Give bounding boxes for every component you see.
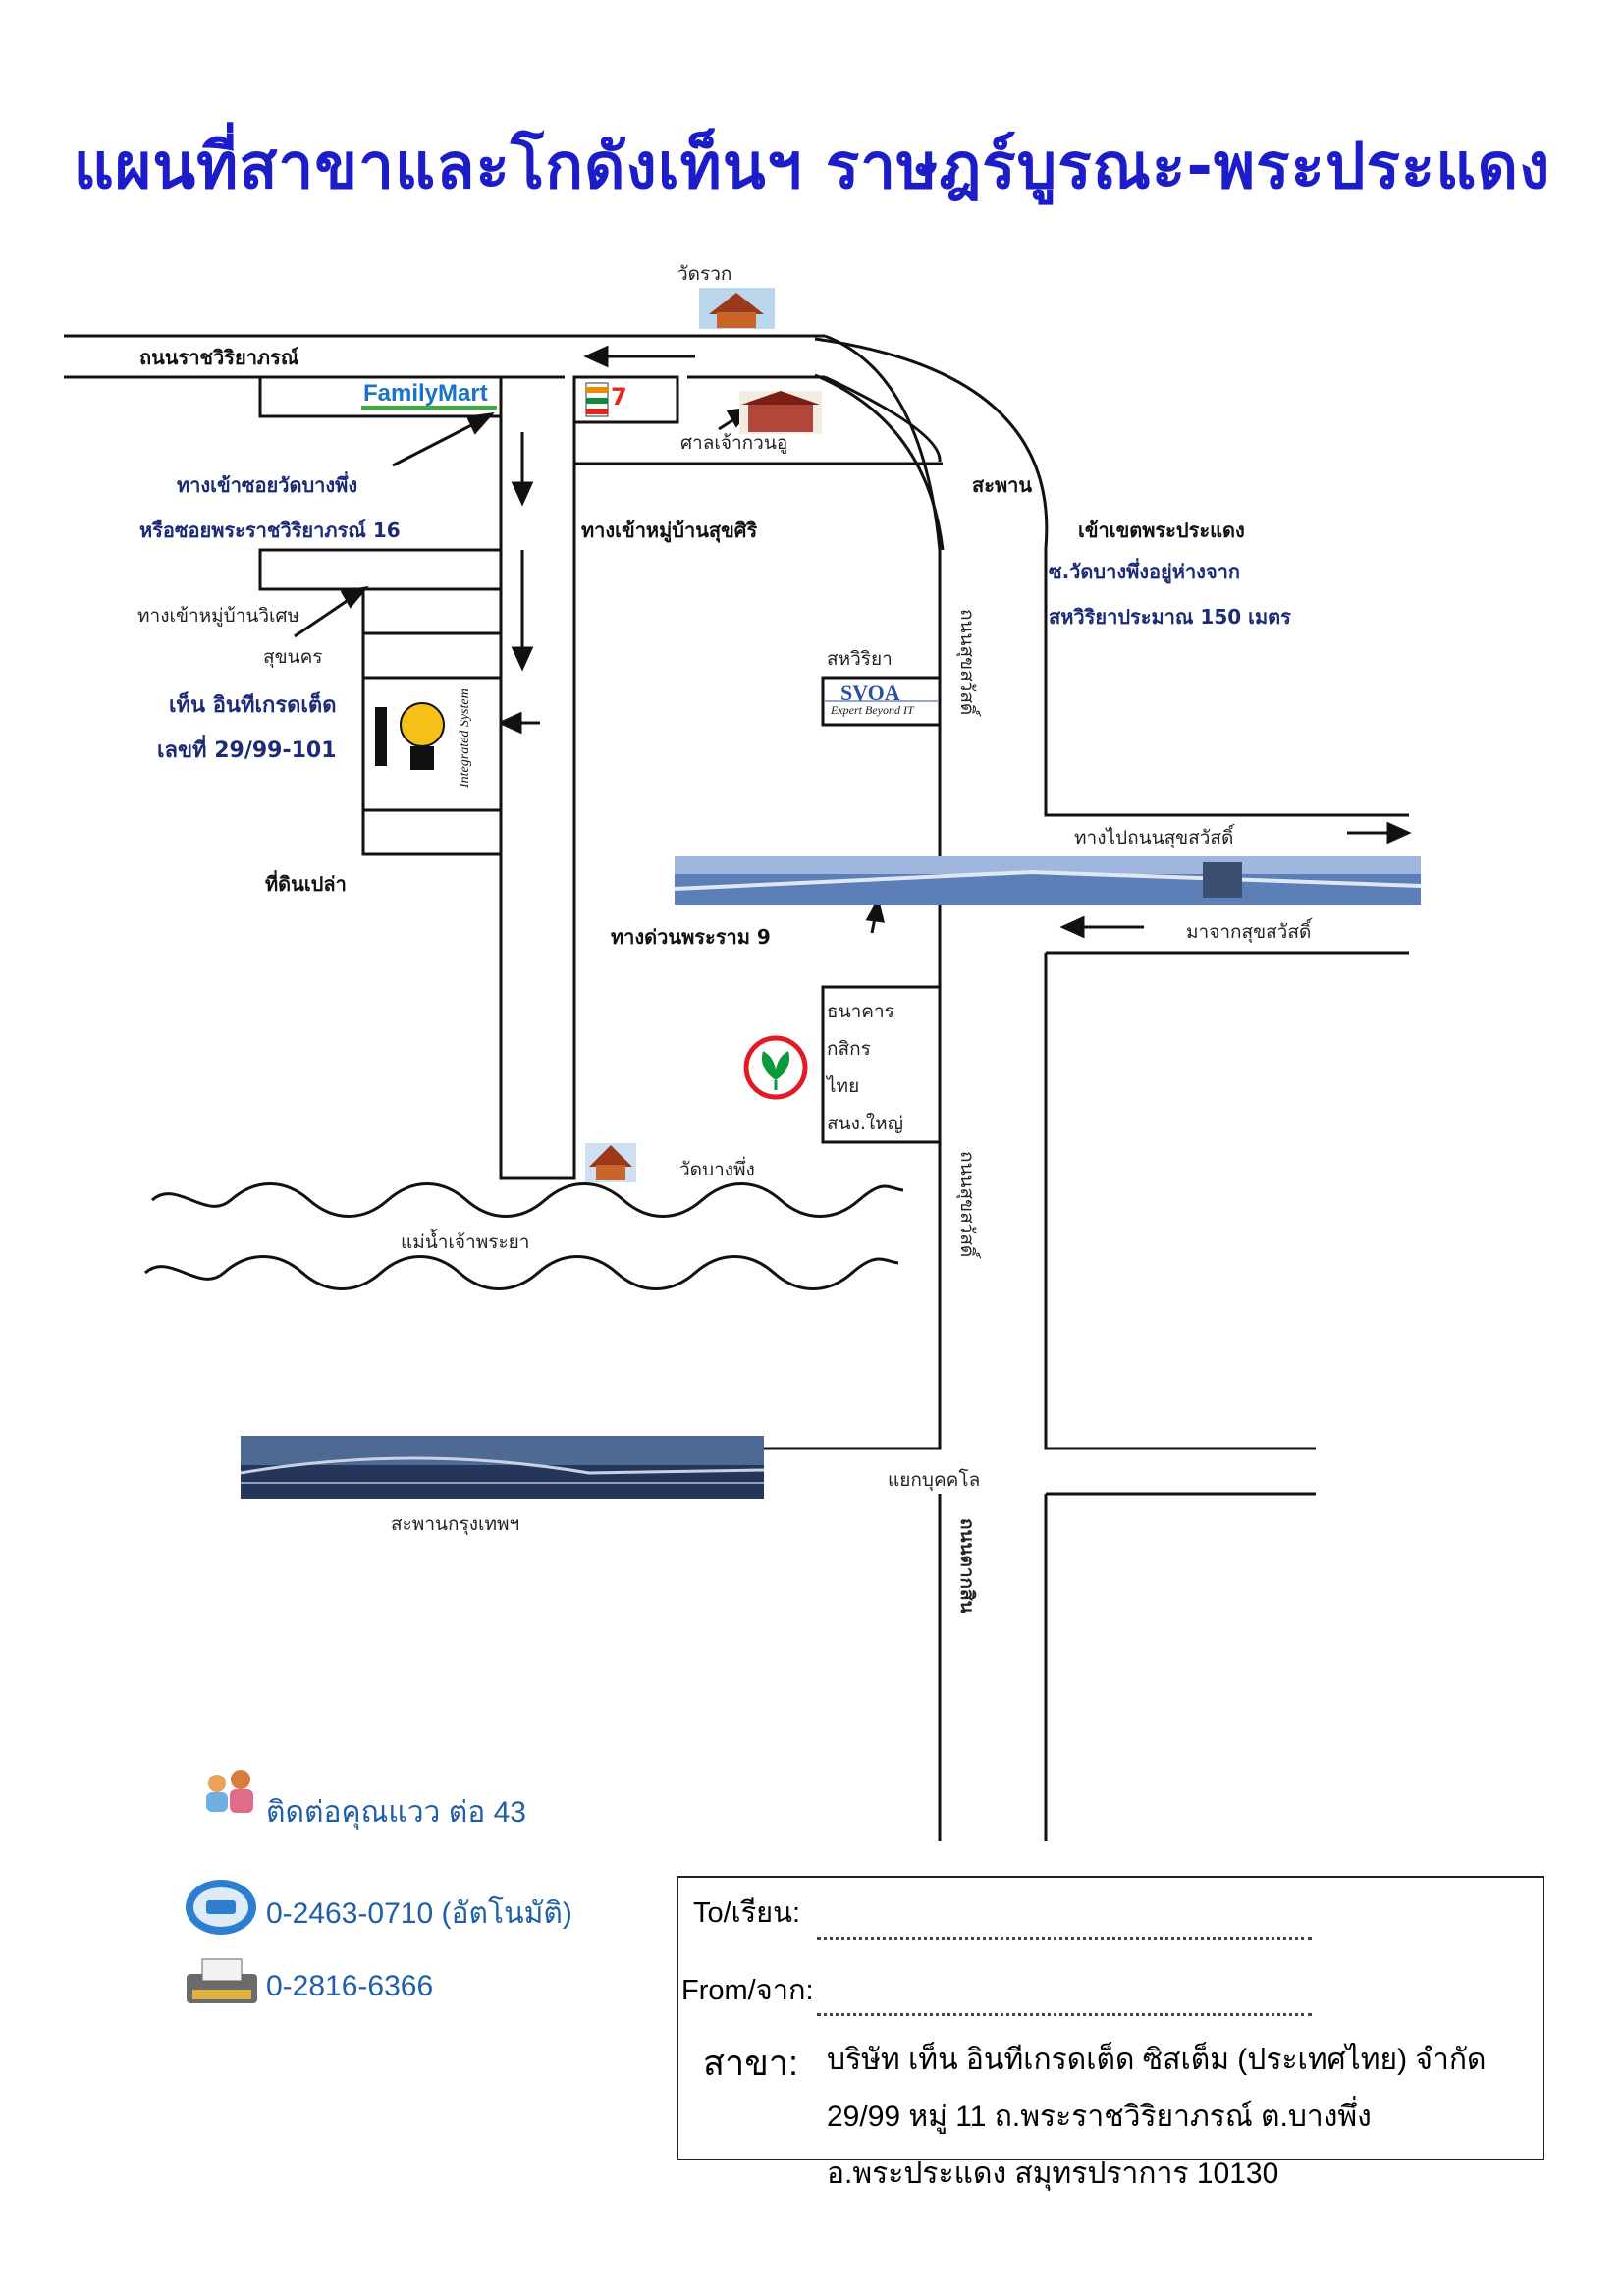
svoa-text: SVOA [840,681,900,705]
label-soi-bangphueng-2: หรือซอยพระราชวิริยาภรณ์ 16 [139,519,401,542]
road-suksawat-left [764,550,942,1841]
temple-icon [585,1143,636,1182]
address-line-2: 29/99 หมู่ 11 ถ.พระราชวิริยาภรณ์ ต.บางพึ… [827,2101,1372,2133]
people-icon [206,1770,253,1813]
label-village-suksiri: ทางเข้าหมู่บ้านสุขศิริ [581,519,758,542]
svoa-logo [825,680,938,723]
river-bank-top [151,1182,904,1218]
label-soi-distance-1: ซ.วัดบางพึ่งอยู่ห่างจาก [1049,560,1240,583]
address-line-1: บริษัท เท็น อินทีเกรดเต็ด ซิสเต็ม (ประเท… [827,2044,1487,2076]
label-from-suksawat: มาจากสุขสวัสดิ์ [1186,921,1312,943]
ten-logo [361,676,503,812]
phone-icon [186,1880,256,1935]
from-label: From/จาก: [681,1975,814,2006]
branch-label: สาขา: [703,2043,799,2083]
bank-line: ไทย [827,1075,860,1097]
to-label: To/เรียน: [693,1897,801,1929]
kbank-logo [743,1035,808,1100]
label-suknakhon: สุขนคร [263,646,323,668]
to-line[interactable] [817,1937,1312,1940]
bank-line: สนง.ใหญ่ [827,1113,903,1134]
river-bank-bottom [144,1255,899,1290]
familymart-logo [361,381,497,410]
shrine-icon [739,391,822,434]
label-bank-kasikorn: ธนาคาร กสิกร ไทย สนง.ใหญ่ [827,993,903,1142]
label-soi-bangphueng-1: ทางเข้าซอยวัดบางพึ่ง [177,473,358,497]
label-village-wiset: ทางเข้าหมู่บ้านวิเศษ [137,605,300,627]
from-line[interactable] [817,2013,1312,2016]
label-wat-ruak: วัดรวก [677,263,732,285]
label-shrine: ศาลเจ้ากวนอู [680,432,788,454]
expressway-rama9-photo [674,856,1422,905]
svoa-tagline: Expert Beyond IT [831,703,914,717]
label-road-suksawat-upper: ถนนสุขสวัสดิ์ [956,609,978,716]
label-junction-bukkhalo: แยกบุคคโล [888,1469,981,1491]
seven-eleven-logo [585,382,609,417]
label-expressway-rama9: ทางด่วนพระราม 9 [611,925,771,949]
bridge-curve-left [824,334,942,551]
krungthep-bridge-photo [240,1436,765,1499]
page-title: แผนที่สาขาและโกดังเท็นฯ ราษฎร์บูรณะ-พระป… [73,131,1551,203]
label-company-number: เลขที่ 29/99-101 [157,738,337,763]
label-sahaviriya: สหวิริยา [827,648,893,670]
label-road-taksin: ถนนตากสิน [956,1518,978,1613]
bank-line: กสิกร [827,1038,871,1060]
label-river: แม่น้ำเจ้าพระยา [401,1231,530,1253]
contact-phone[interactable]: 0-2463-0710 (อัตโนมัติ) [266,1897,572,1930]
label-to-suksawat: ทางไปถนนสุขสวัสดิ์ [1074,827,1234,848]
fax-icon [187,1958,257,2003]
soi-left-wall [499,377,576,1180]
label-enter-phrapradaeng: เข้าเขตพระประแดง [1078,519,1245,542]
road-suksawat-right [1044,548,1409,1841]
label-road-suksawat-lower: ถนนสุขสวัสดิ์ [956,1151,978,1258]
label-bridge: สะพาน [972,473,1033,497]
label-krungthep-bridge: สะพานกรุงเทพฯ [391,1513,520,1535]
seven-eleven-label: 7 [611,383,627,410]
address-label-box [677,1876,1544,2160]
label-company-name: เท็น อินทีเกรดเต็ด [169,693,337,718]
contact-person: ติดต่อคุณแวว ต่อ 43 [266,1796,526,1829]
label-soi-distance-2: สหวิริยาประมาณ 150 เมตร [1049,605,1291,629]
bridge-curve-right [824,375,942,463]
label-wat-bangphueng: วัดบางพึ่ง [679,1159,755,1180]
address-line-3: อ.พระประแดง สมุทรปราการ 10130 [827,2158,1279,2190]
familymart-label: FamilyMart [363,380,488,407]
label-empty-land: ที่ดินเปล่า [265,872,347,896]
temple-icon [699,288,775,329]
bank-line: ธนาคาร [827,1001,894,1022]
label-road-ratchawitthaya: ถนนราชวิริยาภรณ์ [139,346,299,369]
contact-fax: 0-2816-6366 [266,1970,434,2002]
ten-logo-text: Integrated System [458,688,472,788]
